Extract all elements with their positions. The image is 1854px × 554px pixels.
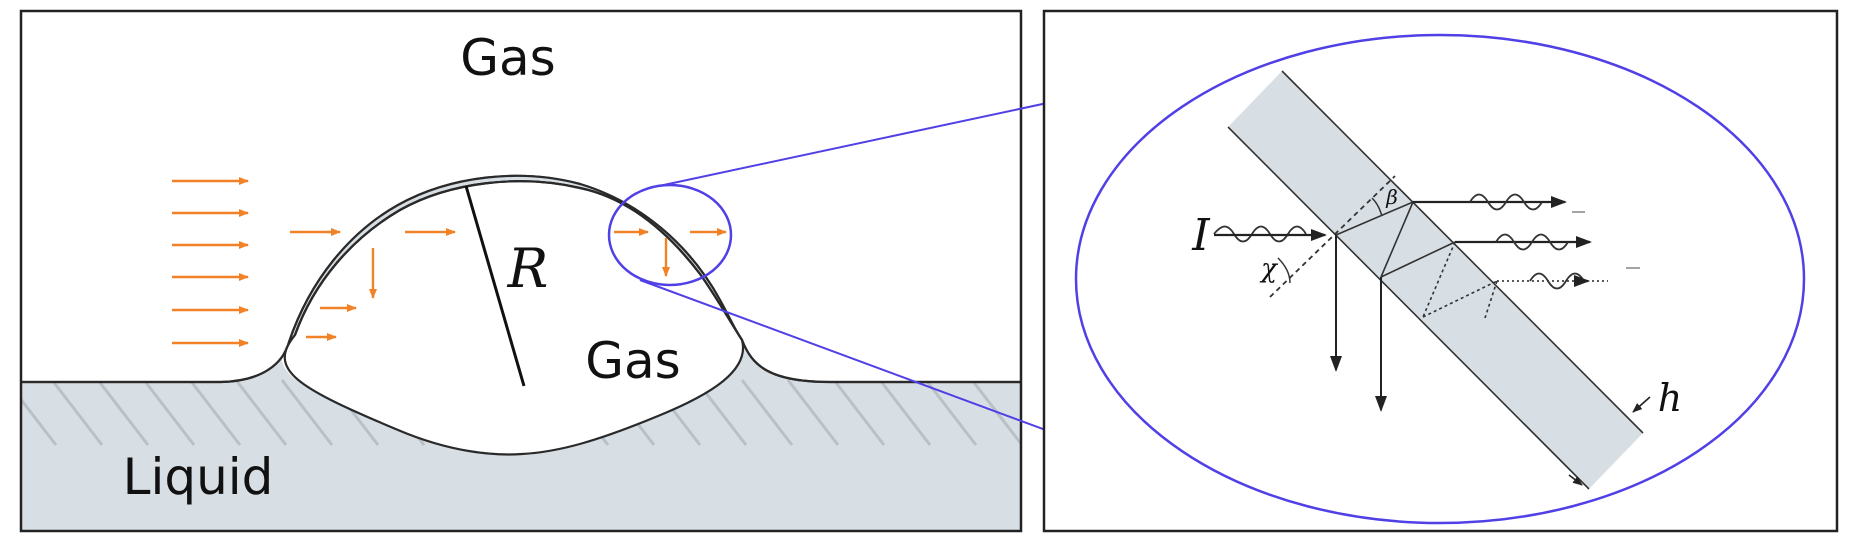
left-panel: Gas Gas Liquid R xyxy=(0,9,1023,533)
ray-segment xyxy=(1380,201,1414,278)
zoom-source-ellipse xyxy=(607,183,733,287)
hatch-line xyxy=(234,379,288,446)
radius-line xyxy=(464,185,526,387)
ray-segment xyxy=(1335,201,1414,236)
angle-beta-arc xyxy=(1371,197,1383,217)
bubble-cap-outer xyxy=(287,174,743,343)
thickness-arrow-top xyxy=(1632,396,1651,413)
hatch-line xyxy=(740,379,794,446)
ray-end-marks xyxy=(1572,211,1640,269)
hatch-line xyxy=(786,379,840,446)
ray-segment xyxy=(1422,280,1498,318)
flow-arrows xyxy=(172,177,727,347)
film-surface-bottom xyxy=(1227,126,1590,490)
film-slab xyxy=(1228,71,1643,489)
meniscus-left xyxy=(21,341,291,384)
radius-label: R xyxy=(507,237,549,300)
right-panel: I χ β h xyxy=(1042,9,1839,533)
hatch-line xyxy=(832,379,886,446)
angle-beta-label: β xyxy=(1385,185,1398,209)
hatch-line xyxy=(188,379,242,446)
angle-chi-arc xyxy=(1277,257,1291,284)
gas-inside-label: Gas xyxy=(585,332,680,390)
liquid-region xyxy=(21,340,1021,531)
hatch-line xyxy=(21,379,58,446)
incident-wave xyxy=(1213,225,1307,243)
hatch-line xyxy=(50,379,104,446)
normal-line xyxy=(1269,175,1396,298)
hatch-line xyxy=(878,379,932,446)
ray-segment xyxy=(1380,241,1456,278)
angle-chi-label: χ xyxy=(1259,254,1279,284)
thickness-label: h xyxy=(1658,376,1682,420)
meniscus-right xyxy=(740,339,1021,384)
hatch-line xyxy=(0,380,10,445)
outgoing-wave xyxy=(1529,272,1585,290)
intensity-label: I xyxy=(1191,210,1211,261)
film-surface-top xyxy=(1281,70,1644,434)
hatch-line xyxy=(142,379,196,446)
bubble-cap-inner-line xyxy=(293,180,743,341)
liquid-label: Liquid xyxy=(123,448,274,506)
ray-segment xyxy=(1484,280,1498,319)
internal-rays xyxy=(1335,201,1498,319)
outgoing-rays xyxy=(1413,193,1608,290)
outgoing-wave xyxy=(1495,233,1569,251)
thickness-arrow-bottom xyxy=(1568,474,1583,486)
gas-top-label: Gas xyxy=(460,29,555,87)
hatch-line xyxy=(96,379,150,446)
ray-segment xyxy=(1422,241,1456,318)
left-frame xyxy=(19,9,1023,533)
hatch-line xyxy=(924,379,978,446)
outgoing-wave xyxy=(1469,193,1543,211)
hatch-line xyxy=(280,379,334,446)
